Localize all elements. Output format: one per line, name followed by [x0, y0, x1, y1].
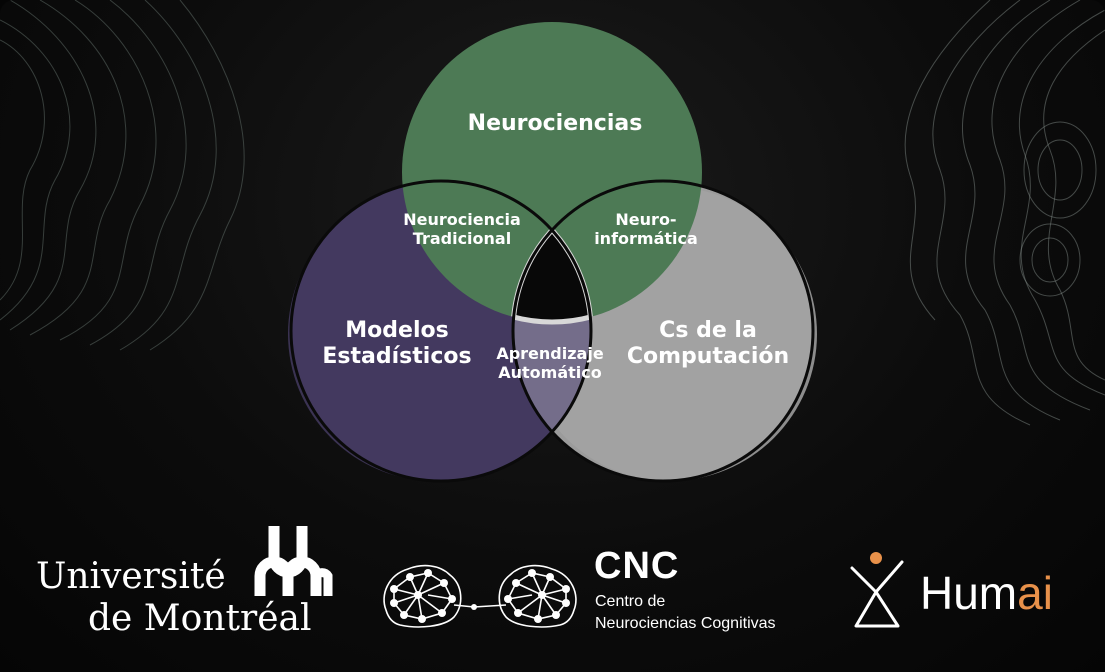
humai-logo: Humai [846, 548, 1086, 638]
humai-wordmark: Humai [920, 567, 1053, 619]
udem-emblem-icon [254, 526, 333, 596]
label-modelos-estadisticos: Modelos Estadísticos [322, 318, 472, 369]
cnc-subtitle-2: Neurociencias Cognitivas [595, 615, 776, 632]
modelos-outline [289, 179, 593, 483]
neurociencias-circle [402, 22, 702, 322]
label-cs-computacion: Cs de la Computación [626, 318, 790, 369]
computacion-outline [511, 179, 815, 483]
center-edge-3 [513, 181, 591, 325]
humai-figure-icon [850, 552, 904, 628]
label-neuroinformatica: Neuro- informática [594, 210, 698, 248]
udem-line-2: de Montréal [88, 598, 312, 639]
udem-logo: Université de Montréal [36, 520, 336, 640]
label-neurociencias: Neurociencias [467, 111, 643, 137]
udem-line-1: Université [36, 556, 226, 597]
label-neurociencia-tradicional: Neurociencia Tradicional [403, 210, 521, 248]
brain-network-icon [383, 564, 577, 628]
cnc-subtitle-1: Centro de [595, 593, 666, 610]
cnc-title: CNC [594, 545, 680, 587]
cnc-logo: CNC Centro de Neurociencias Cognitivas [378, 545, 818, 645]
label-aprendizaje-automatico: Aprendizaje Automático [496, 344, 604, 382]
